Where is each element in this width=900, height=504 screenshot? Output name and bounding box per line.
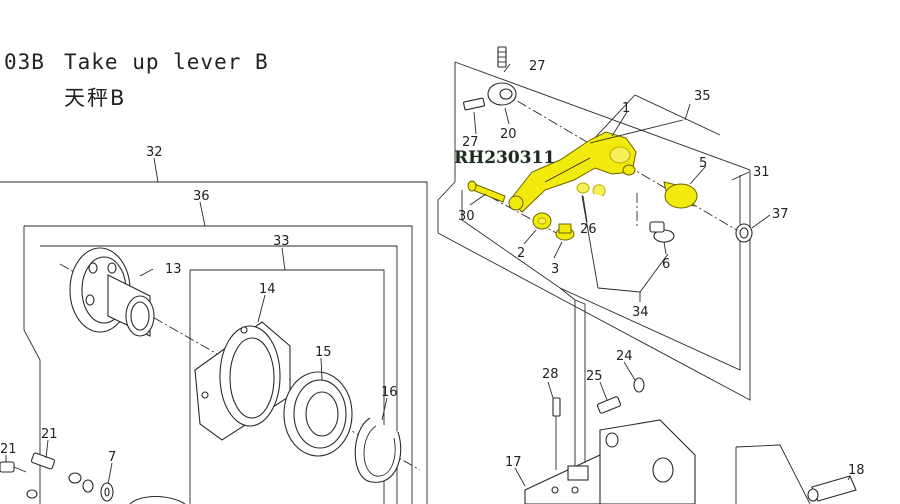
label-14: 14 <box>259 282 276 297</box>
diagram-code: 03B <box>4 50 45 74</box>
washer-2 <box>532 212 552 230</box>
label-2: 2 <box>517 246 525 261</box>
screw-21-a <box>0 461 38 499</box>
washer-26 <box>576 182 606 197</box>
screw-27-top <box>497 46 507 68</box>
group-outline-31-b <box>437 61 751 401</box>
part-number-stamp: RH230311 <box>454 148 556 168</box>
label-26: 26 <box>580 222 597 237</box>
right-guide-2 <box>735 444 811 504</box>
label-1: 1 <box>622 101 630 116</box>
group-outline-36 <box>24 225 413 504</box>
label-31: 31 <box>753 165 770 180</box>
leader-frame-2 <box>574 299 586 504</box>
label-7: 7 <box>108 450 116 465</box>
label-35: 35 <box>694 89 711 104</box>
group-outline-32 <box>0 181 428 504</box>
label-18: 18 <box>848 463 865 478</box>
pin-18 <box>807 475 857 502</box>
screw-3 <box>555 223 575 241</box>
group-outline-31 <box>437 62 456 233</box>
label-27-top: 27 <box>529 59 546 74</box>
inner-frame <box>40 245 398 504</box>
diagram-title-en: Take up lever B <box>64 50 269 74</box>
label-17: 17 <box>505 455 522 470</box>
bearing-15 <box>283 371 353 457</box>
group-outline-35 <box>589 94 721 144</box>
label-32: 32 <box>146 145 163 160</box>
collar-20 <box>487 82 517 106</box>
label-36: 36 <box>193 189 210 204</box>
label-37: 37 <box>772 207 789 222</box>
label-24: 24 <box>616 349 633 364</box>
label-28: 28 <box>542 367 559 382</box>
take-up-lever-1 <box>508 131 637 213</box>
washer-7 <box>100 482 114 502</box>
centerline-upper <box>501 91 741 233</box>
screw-30 <box>467 180 506 203</box>
label-13: 13 <box>165 262 182 277</box>
label-21-a: 21 <box>0 442 17 457</box>
screw-27-side <box>463 97 485 111</box>
label-20: 20 <box>500 127 517 142</box>
label-33: 33 <box>273 234 290 249</box>
screw-21-b <box>30 452 94 493</box>
label-5: 5 <box>699 156 707 171</box>
label-34: 34 <box>632 305 649 320</box>
screw-6 <box>649 221 675 243</box>
group-outline-36-inner <box>23 226 41 504</box>
screw-28 <box>552 397 561 470</box>
label-25: 25 <box>586 369 603 384</box>
label-16: 16 <box>381 385 398 400</box>
label-30: 30 <box>458 209 475 224</box>
bracket-17 <box>524 419 696 504</box>
group-outline-inner-31 <box>461 175 741 371</box>
snap-ring-16 <box>354 417 402 483</box>
label-6: 6 <box>662 257 670 272</box>
lower-disk <box>129 495 186 504</box>
label-27-side: 27 <box>462 135 479 150</box>
pulley-13 <box>69 247 155 337</box>
washer-37 <box>735 223 753 243</box>
label-15: 15 <box>315 345 332 360</box>
washer-24 <box>633 377 645 393</box>
label-3: 3 <box>551 262 559 277</box>
screw-25 <box>596 396 622 414</box>
housing-14 <box>194 321 291 441</box>
label-21-b: 21 <box>41 427 58 442</box>
leader-lines <box>5 63 851 487</box>
bushing-5 <box>663 181 698 209</box>
diagram-title-cn: 天秤B <box>64 86 127 110</box>
